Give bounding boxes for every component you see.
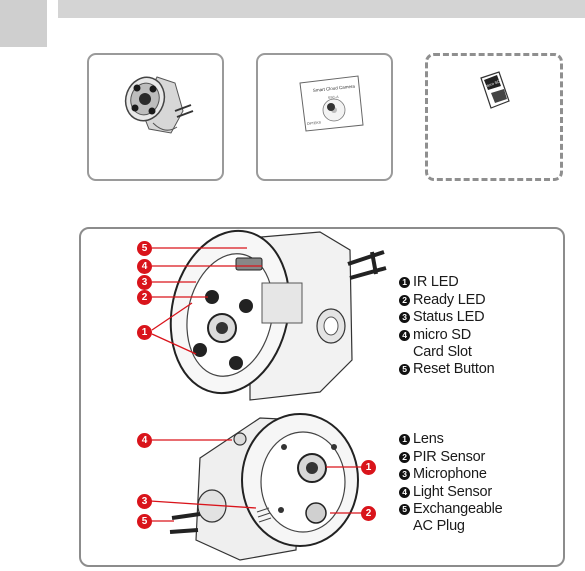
legend-label: micro SD Card Slot [413, 327, 472, 361]
top-callout-5: 5 [137, 241, 152, 256]
legend-label: Exchangeable AC Plug [413, 501, 503, 535]
bottom-callout-4: 4 [137, 433, 152, 448]
legend-label: Lens [413, 431, 444, 448]
legend-number: 4 [399, 330, 410, 341]
legend-label: Microphone [413, 466, 487, 483]
legend-number: 3 [399, 469, 410, 480]
top-callout-3: 3 [137, 275, 152, 290]
legend-label: Ready LED [413, 292, 485, 309]
top-callout-2: 2 [137, 290, 152, 305]
camera-bottom-view [170, 414, 358, 560]
legend-number: 2 [399, 452, 410, 463]
top-callout-1: 1 [137, 325, 152, 340]
legend-number: 1 [399, 434, 410, 445]
legend-label: IR LED [413, 274, 459, 291]
legend-number: 2 [399, 295, 410, 306]
legend-number: 5 [399, 504, 410, 515]
legend-number: 4 [399, 487, 410, 498]
legend-number: 1 [399, 277, 410, 288]
bottom-callout-2: 2 [361, 506, 376, 521]
top-callout-4: 4 [137, 259, 152, 274]
legend-label: PIR Sensor [413, 449, 485, 466]
bottom-callout-3: 3 [137, 494, 152, 509]
legend-label: Status LED [413, 309, 484, 326]
legend-number: 3 [399, 312, 410, 323]
bottom-callout-1: 1 [361, 460, 376, 475]
bottom-callout-5: 5 [137, 514, 152, 529]
legend-label: Reset Button [413, 361, 494, 378]
legend-label: Light Sensor [413, 484, 492, 501]
legend-number: 5 [399, 364, 410, 375]
